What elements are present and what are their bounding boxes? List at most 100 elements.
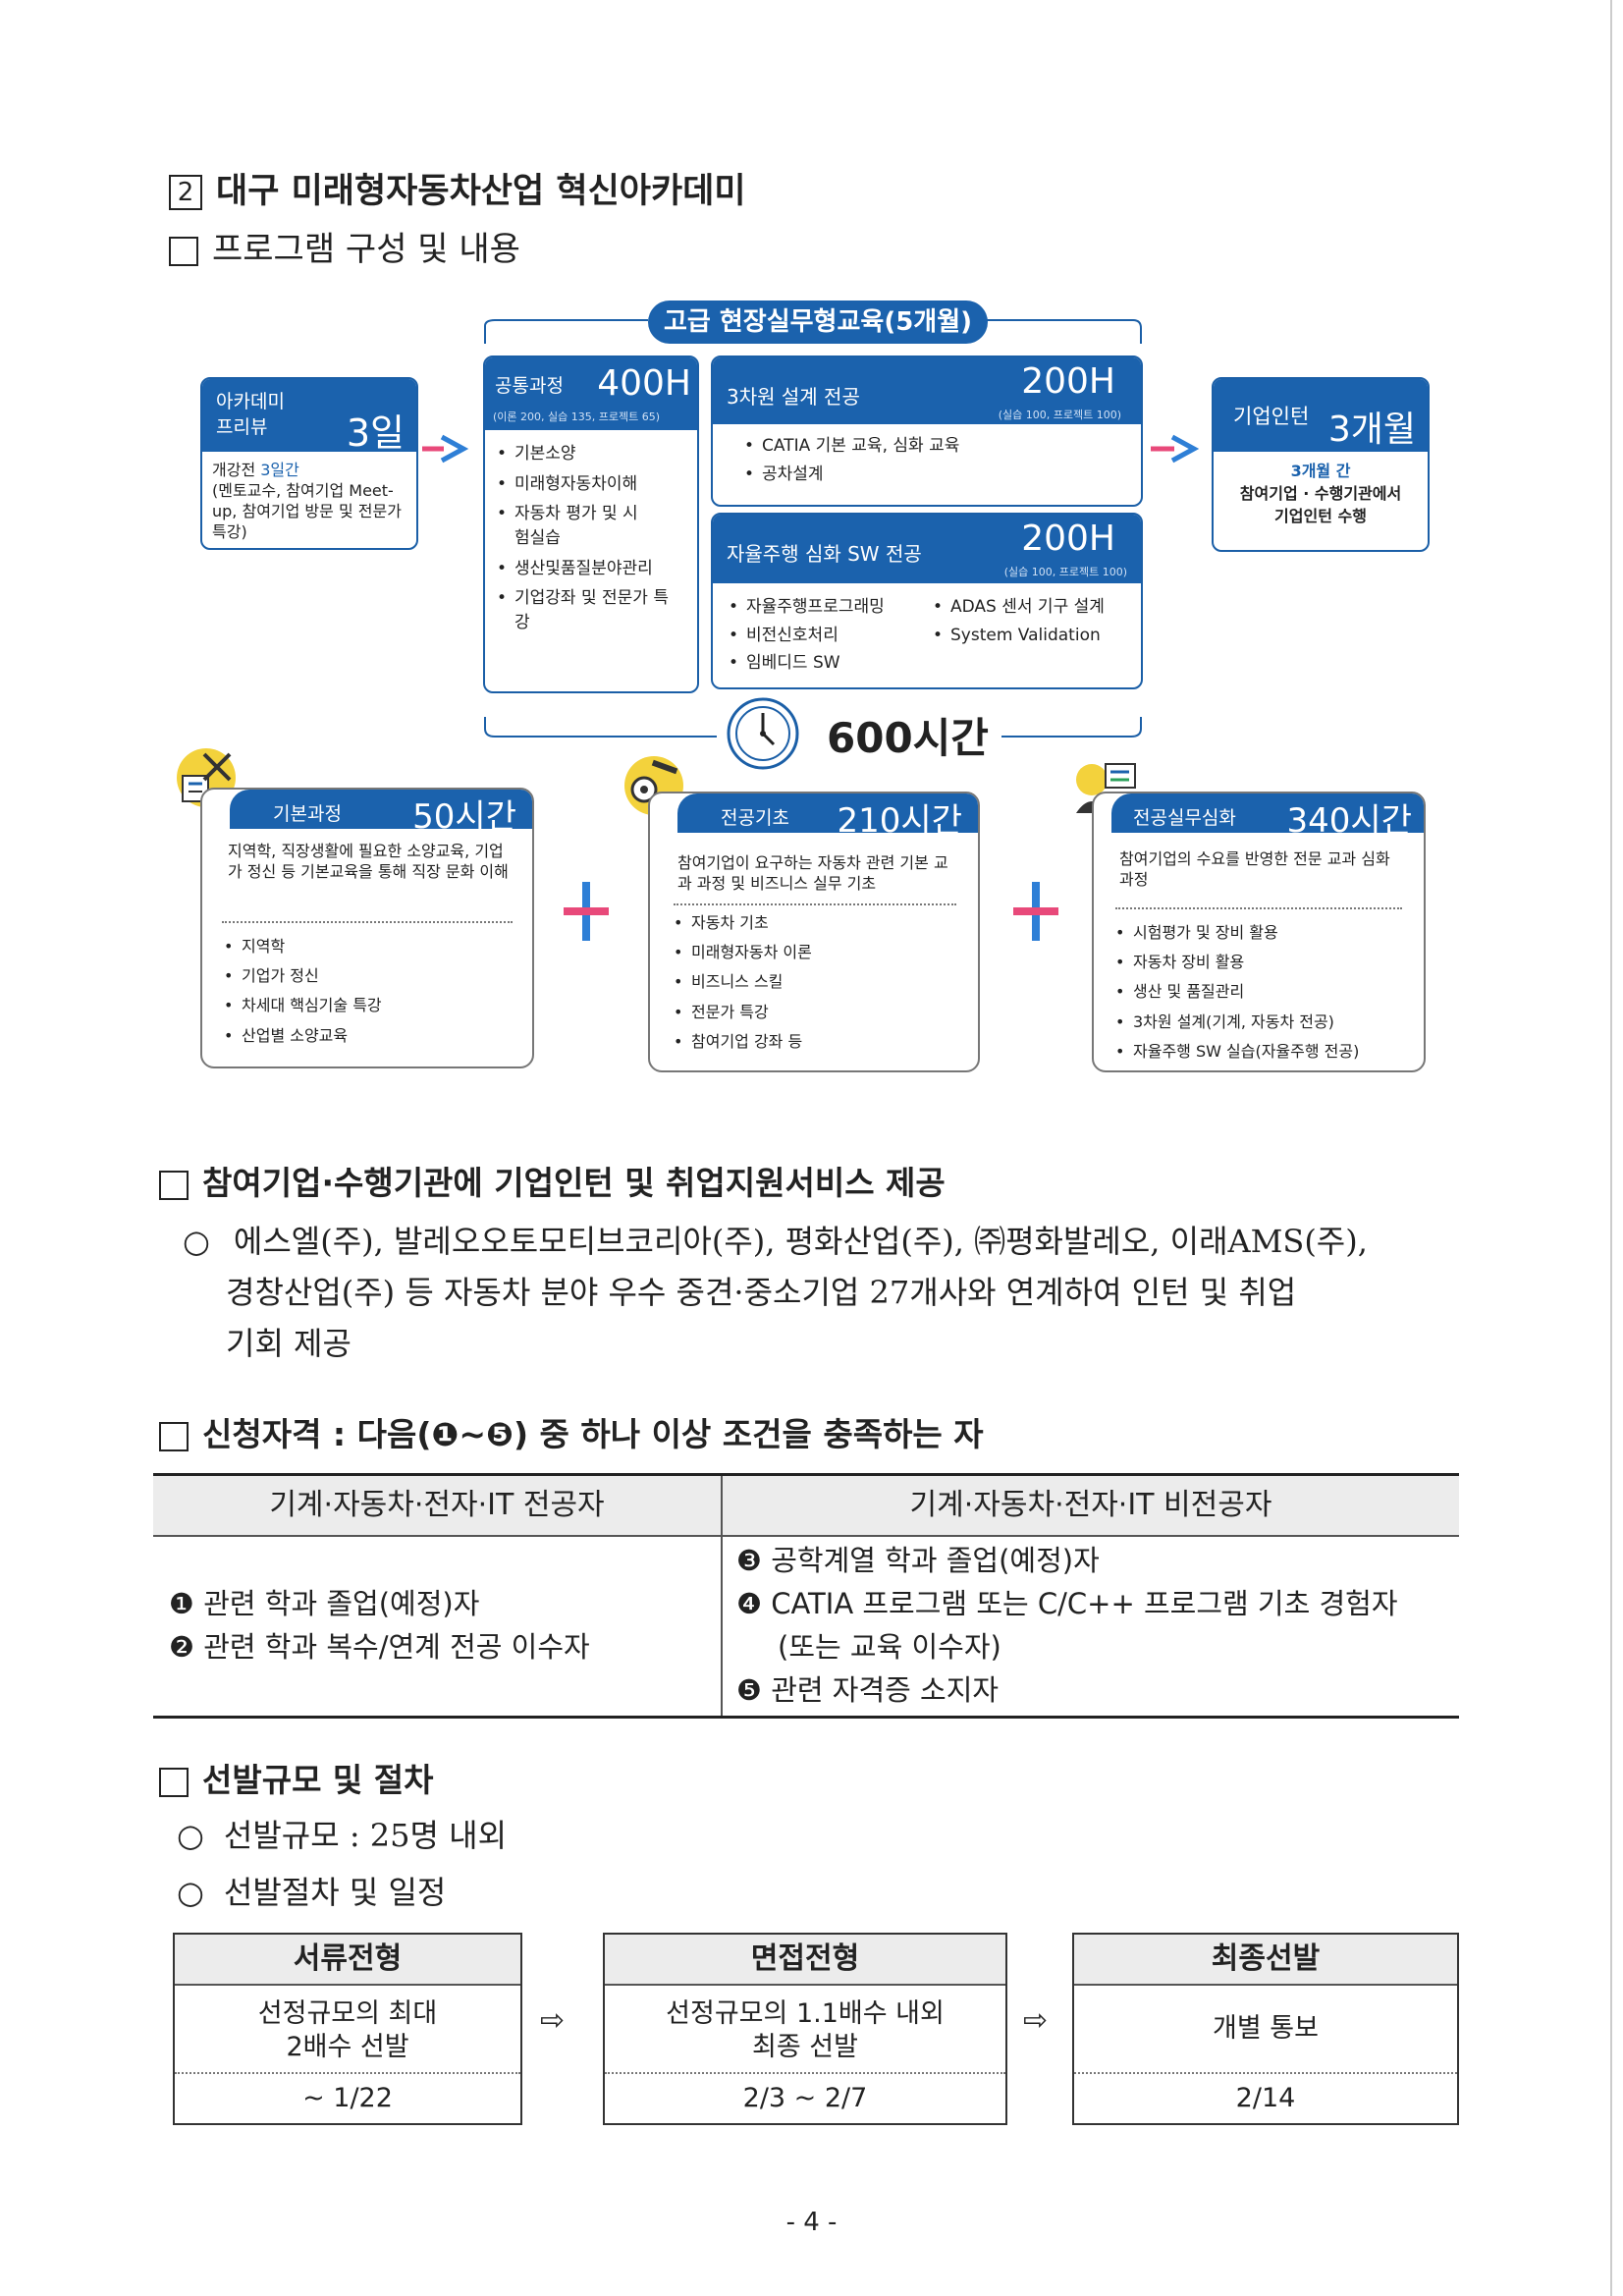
section4-process-row: ○선발절차 및 일정 bbox=[177, 1868, 446, 1913]
scan-edge-line bbox=[1610, 0, 1612, 2296]
common-hours: 400H bbox=[597, 363, 691, 404]
section2-line1: 에스엘(주), 발레오오토모티브코리아(주), 평화산업(주), ㈜평화발레오,… bbox=[233, 1223, 1368, 1260]
step-final-selection: 최종선발 개별 통보 2/14 bbox=[1072, 1933, 1459, 2125]
major-item: 전문가 특강 bbox=[672, 1001, 812, 1023]
preview-desc-prefix: 개강전 bbox=[212, 461, 261, 479]
major-desc: 참여기업이 요구하는 자동차 관련 기본 교과 과정 및 비즈니스 실무 기초 bbox=[677, 853, 948, 893]
preview-title-line1: 아카데미 bbox=[216, 391, 285, 412]
sw-item: 자율주행프로그래밍 bbox=[727, 595, 885, 620]
basic-header: 기본과정 50시간 bbox=[230, 790, 532, 837]
step-desc-line2: 최종 선발 bbox=[752, 2032, 858, 2062]
step-title: 최종선발 bbox=[1074, 1935, 1457, 1986]
advanced-course-box: 전공실무심화 340시간 참여기업의 수요를 반영한 전문 교과 심화 과정 시… bbox=[1092, 792, 1426, 1072]
sw-item: ADAS 센서 기구 설계 bbox=[931, 595, 1105, 620]
basic-item: 산업별 소양교육 bbox=[222, 1024, 382, 1047]
advanced-item: 시험평가 및 장비 활용 bbox=[1113, 921, 1359, 944]
major-title: 전공기초 bbox=[721, 807, 789, 829]
sw-title: 자율주행 심화 SW 전공 bbox=[727, 542, 922, 566]
section3-title: 신청자격 : 다음(❶~❺) 중 하나 이상 조건을 충족하는 자 bbox=[202, 1415, 984, 1453]
heading-title: 대구 미래형자동차산업 혁신아카데미 bbox=[216, 172, 746, 211]
qualification-table: 기계·자동차·전자·IT 전공자 기계·자동차·전자·IT 비전공자 ❶ 관련 … bbox=[153, 1473, 1459, 1719]
design-item: CATIA 기본 교육, 심화 교육 bbox=[742, 434, 1111, 459]
common-item: 자동차 평가 및 시험실습 bbox=[495, 502, 652, 550]
design-title: 3차원 설계 전공 bbox=[727, 385, 860, 409]
section4-scale: 선발규모 : 25명 내외 bbox=[223, 1817, 508, 1854]
sw-major-box: 자율주행 심화 SW 전공 200H (실습 100, 프로젝트 100) 자율… bbox=[711, 513, 1143, 689]
basic-item: 차세대 핵심기술 특강 bbox=[222, 994, 382, 1016]
intern-desc: 3개월 간 참여기업 · 수행기관에서 기업인턴 수행 bbox=[1214, 452, 1428, 527]
section4-process: 선발절차 및 일정 bbox=[223, 1874, 447, 1911]
preview-title-line2: 프리뷰 bbox=[216, 416, 268, 438]
sw-sub: (실습 100, 프로젝트 100) bbox=[1003, 566, 1127, 578]
step-date: 2/14 bbox=[1074, 2072, 1457, 2123]
top-pill: 고급 현장실무형교육(5개월) bbox=[648, 301, 988, 344]
sw-item: 임베디드 SW bbox=[727, 651, 885, 676]
step-document-screening: 서류전형 선정규모의 최대 2배수 선발 ~ 1/22 bbox=[173, 1933, 522, 2125]
advanced-item: 3차원 설계(기계, 자동차 전공) bbox=[1113, 1011, 1359, 1033]
advanced-hours: 340시간 bbox=[1286, 801, 1412, 841]
clock-icon bbox=[727, 697, 799, 770]
common-item: 기업강좌 및 전문가 특강 bbox=[495, 586, 672, 634]
arrow-right-icon bbox=[422, 434, 469, 464]
step-arrow-icon: ⇨ bbox=[540, 2003, 566, 2038]
section2-body: ○ 에스엘(주), 발레오오토모티브코리아(주), 평화산업(주), ㈜평화발레오… bbox=[183, 1216, 1488, 1369]
major-item: 비즈니스 스킬 bbox=[672, 970, 812, 993]
advanced-title: 전공실무심화 bbox=[1133, 807, 1236, 829]
design-major-box: 3차원 설계 전공 200H (실습 100, 프로젝트 100) CATIA … bbox=[711, 355, 1143, 507]
qualification-item: (또는 교육 이수자) bbox=[778, 1630, 1001, 1664]
col2-cell: ❸ 공학계열 학과 졸업(예정)자 ❹ CATIA 프로그램 또는 C/C++ … bbox=[723, 1537, 1459, 1716]
common-item: 생산및품질분야관리 bbox=[495, 557, 687, 581]
major-basics-box: 전공기초 210시간 참여기업이 요구하는 자동차 관련 기본 교과 과정 및 … bbox=[648, 792, 980, 1072]
major-item: 참여기업 강좌 등 bbox=[672, 1030, 812, 1053]
diagram-bracket-lines bbox=[484, 319, 1142, 738]
dotted-divider bbox=[674, 903, 956, 905]
dotted-divider bbox=[222, 921, 513, 923]
qualification-table-body: ❶ 관련 학과 졸업(예정)자 ❷ 관련 학과 복수/연계 전공 이수자 ❸ 공… bbox=[153, 1537, 1459, 1716]
section3-title-row: 신청자격 : 다음(❶~❺) 중 하나 이상 조건을 충족하는 자 bbox=[159, 1408, 984, 1455]
section4-title: 선발규모 및 절차 bbox=[202, 1761, 434, 1799]
col2-header: 기계·자동차·전자·IT 비전공자 bbox=[909, 1488, 1272, 1522]
col1-header: 기계·자동차·전자·IT 전공자 bbox=[153, 1476, 723, 1535]
circle-bullet-icon: ○ bbox=[183, 1223, 210, 1260]
advanced-items: 시험평가 및 장비 활용 자동차 장비 활용 생산 및 품질관리 3차원 설계(… bbox=[1113, 921, 1359, 1063]
sw-item: System Validation bbox=[931, 624, 1105, 648]
qualification-item: ❺ 관련 자격증 소지자 bbox=[736, 1673, 1000, 1707]
design-items: CATIA 기본 교육, 심화 교육 공차설계 bbox=[713, 424, 1141, 496]
step-date: ~ 1/22 bbox=[175, 2072, 520, 2123]
major-item: 미래형자동차 이론 bbox=[672, 941, 812, 963]
preview-box: 아카데미 프리뷰 3일 개강전 3일간(멘토교수, 참여기업 Meet-up, … bbox=[200, 377, 418, 550]
qualification-item: ❹ CATIA 프로그램 또는 C/C++ 프로그램 기초 경험자 bbox=[736, 1587, 1398, 1620]
advanced-item: 자동차 장비 활용 bbox=[1113, 951, 1359, 973]
sw-items-right: ADAS 센서 기구 설계 System Validation bbox=[931, 595, 1105, 647]
major-header: 전공기초 210시간 bbox=[677, 793, 978, 841]
preview-desc-highlight: 3일간 bbox=[260, 461, 299, 479]
step-title: 서류전형 bbox=[175, 1935, 520, 1986]
step-arrow-icon: ⇨ bbox=[1023, 2003, 1049, 2038]
total-hours: 600시간 bbox=[827, 714, 989, 762]
common-sub: (이론 200, 실습 135, 프로젝트 65) bbox=[493, 410, 661, 423]
preview-desc: 개강전 3일간(멘토교수, 참여기업 Meet-up, 참여기업 방문 및 전문… bbox=[202, 452, 416, 550]
basic-course-box: 기본과정 50시간 지역학, 직장생활에 필요한 소양교육, 기업가 정신 등 … bbox=[200, 788, 534, 1068]
intern-line3: 기업인턴 수행 bbox=[1274, 507, 1367, 525]
checkbox-square-icon bbox=[169, 236, 198, 266]
qualification-table-header: 기계·자동차·전자·IT 전공자 기계·자동차·전자·IT 비전공자 bbox=[153, 1476, 1459, 1537]
page-number: - 4 - bbox=[785, 2208, 838, 2237]
sw-item: 비전신호처리 bbox=[727, 624, 885, 648]
basic-desc: 지역학, 직장생활에 필요한 소양교육, 기업가 정신 등 기본교육을 통해 직… bbox=[228, 842, 509, 881]
advanced-item: 생산 및 품질관리 bbox=[1113, 980, 1359, 1003]
design-sub: (실습 100, 프로젝트 100) bbox=[998, 409, 1121, 421]
step-interview: 면접전형 선정규모의 1.1배수 내외 최종 선발 2/3 ~ 2/7 bbox=[603, 1933, 1007, 2125]
sw-items-left: 자율주행프로그래밍 비전신호처리 임베디드 SW bbox=[727, 595, 885, 676]
qualification-item: ❷ 관련 학과 복수/연계 전공 이수자 bbox=[169, 1630, 590, 1664]
step-desc-line2: 2배수 선발 bbox=[286, 2032, 409, 2062]
section4-title-row: 선발규모 및 절차 bbox=[159, 1754, 434, 1801]
qualification-item: ❸ 공학계열 학과 졸업(예정)자 bbox=[736, 1544, 1100, 1577]
step-desc: 선정규모의 1.1배수 내외 최종 선발 bbox=[605, 1986, 1005, 2072]
step-desc-line1: 개별 통보 bbox=[1213, 2013, 1319, 2044]
checkbox-square-icon bbox=[159, 1767, 189, 1797]
step-title: 면접전형 bbox=[605, 1935, 1005, 1986]
basic-hours: 50시간 bbox=[412, 797, 516, 837]
step-desc-line1: 선정규모의 1.1배수 내외 bbox=[666, 1998, 945, 2029]
section2-title: 참여기업·수행기관에 기업인턴 및 취업지원서비스 제공 bbox=[202, 1164, 946, 1202]
